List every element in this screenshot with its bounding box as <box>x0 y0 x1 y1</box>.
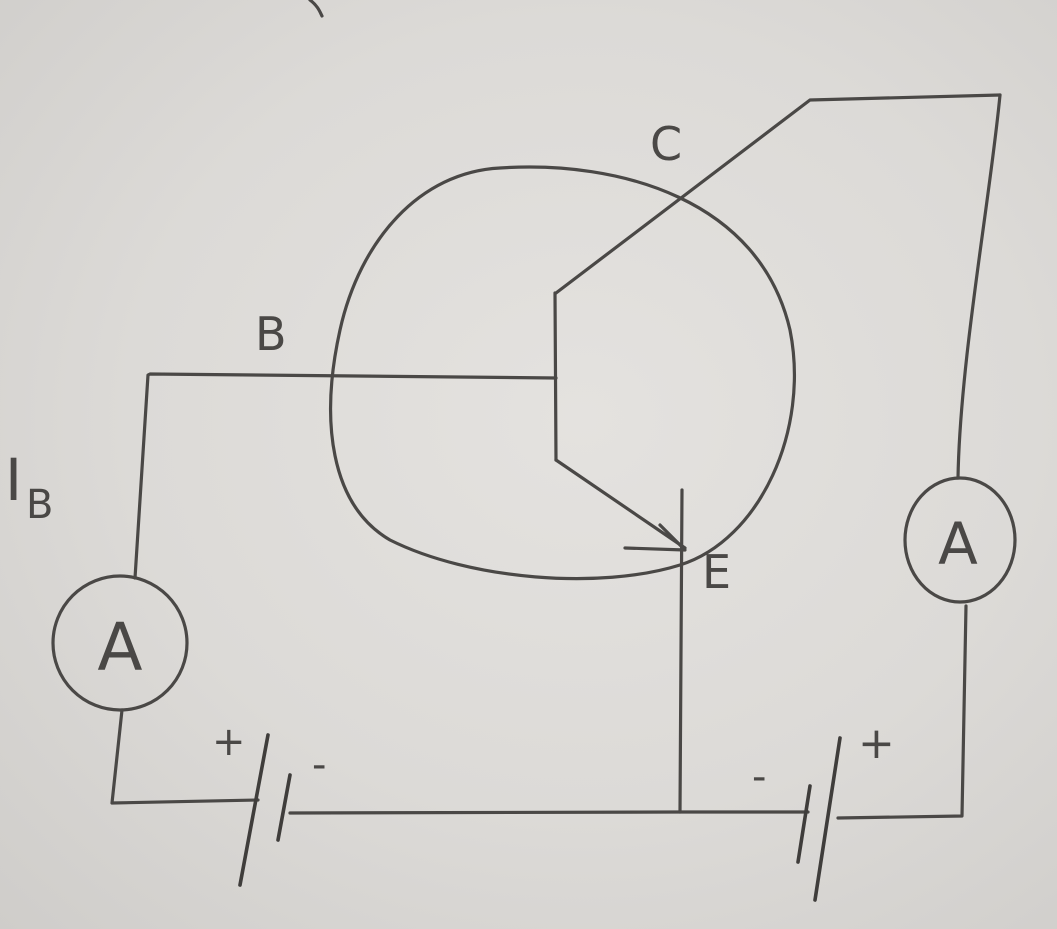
base-battery-plus: + <box>212 719 246 765</box>
stray-mark <box>308 0 324 18</box>
collector-battery-long-plate <box>813 736 842 902</box>
base-lead <box>133 372 558 580</box>
collector-battery-short-plate <box>796 784 812 864</box>
base-ammeter-circle <box>51 574 189 712</box>
collector-lead <box>554 93 1002 295</box>
collector-battery-plus: + <box>858 718 895 769</box>
base-battery-short-plate <box>276 773 292 842</box>
transistor-envelope-circle <box>329 165 796 581</box>
base-current-label: I <box>5 446 22 514</box>
collector-ammeter-label: A <box>938 510 978 578</box>
base-ammeter-label: A <box>97 609 142 686</box>
emitter-wire <box>678 488 684 814</box>
collector-meter-lower-wire <box>836 604 968 820</box>
emitter-lead <box>554 458 687 550</box>
bottom-wire <box>288 810 810 815</box>
emitter-arrow <box>623 523 687 552</box>
base-battery-minus: - <box>312 742 326 788</box>
collector-label: C <box>650 117 682 171</box>
base-meter-lower-wire <box>110 708 260 805</box>
collector-battery-minus: - <box>752 754 766 800</box>
base-current-subscript: B <box>26 482 53 528</box>
emitter-label: E <box>702 545 731 599</box>
collector-ammeter-circle <box>903 476 1017 604</box>
collector-right-wire <box>956 93 1002 480</box>
base-battery-long-plate <box>238 733 270 887</box>
base-label: B <box>255 307 287 361</box>
